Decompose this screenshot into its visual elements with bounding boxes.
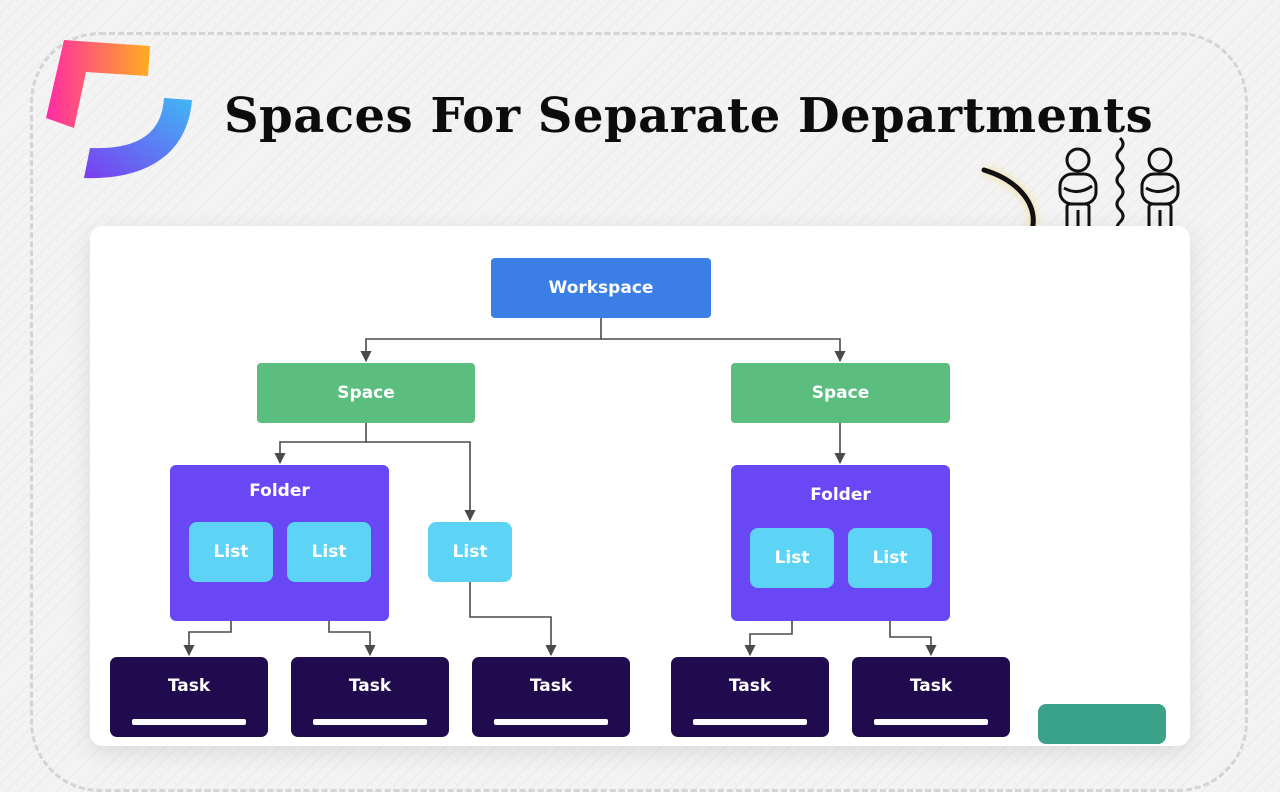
- list-label: List: [452, 542, 488, 562]
- workspace-node: Workspace: [491, 258, 711, 318]
- list-node: List: [750, 528, 834, 588]
- brand-logo-icon: [46, 40, 192, 179]
- space-label: Space: [811, 383, 870, 403]
- space-node-1: Space: [257, 363, 475, 423]
- list-node: List: [287, 522, 371, 582]
- list-node: List: [189, 522, 273, 582]
- list-node-standalone: List: [428, 522, 512, 582]
- task-node: Task: [291, 657, 449, 737]
- list-node: List: [848, 528, 932, 588]
- list-label: List: [213, 542, 249, 562]
- task-label: Task: [348, 676, 392, 696]
- folder-label: Folder: [810, 485, 871, 505]
- space-label: Space: [337, 383, 395, 403]
- task-label: Task: [728, 676, 772, 696]
- task-label: Task: [909, 676, 953, 696]
- list-label: List: [311, 542, 347, 562]
- task-node: Task: [852, 657, 1010, 737]
- page-title: Spaces For Separate Departments: [224, 88, 1154, 144]
- list-label: List: [774, 548, 810, 568]
- workspace-label: Workspace: [548, 278, 654, 298]
- teal-corner-block: [1038, 704, 1166, 744]
- task-node: Task: [671, 657, 829, 737]
- task-node: Task: [472, 657, 630, 737]
- task-label: Task: [167, 676, 211, 696]
- task-node: Task: [110, 657, 268, 737]
- space-node-2: Space: [731, 363, 950, 423]
- task-label: Task: [529, 676, 573, 696]
- list-label: List: [872, 548, 908, 568]
- folder-label: Folder: [249, 481, 310, 501]
